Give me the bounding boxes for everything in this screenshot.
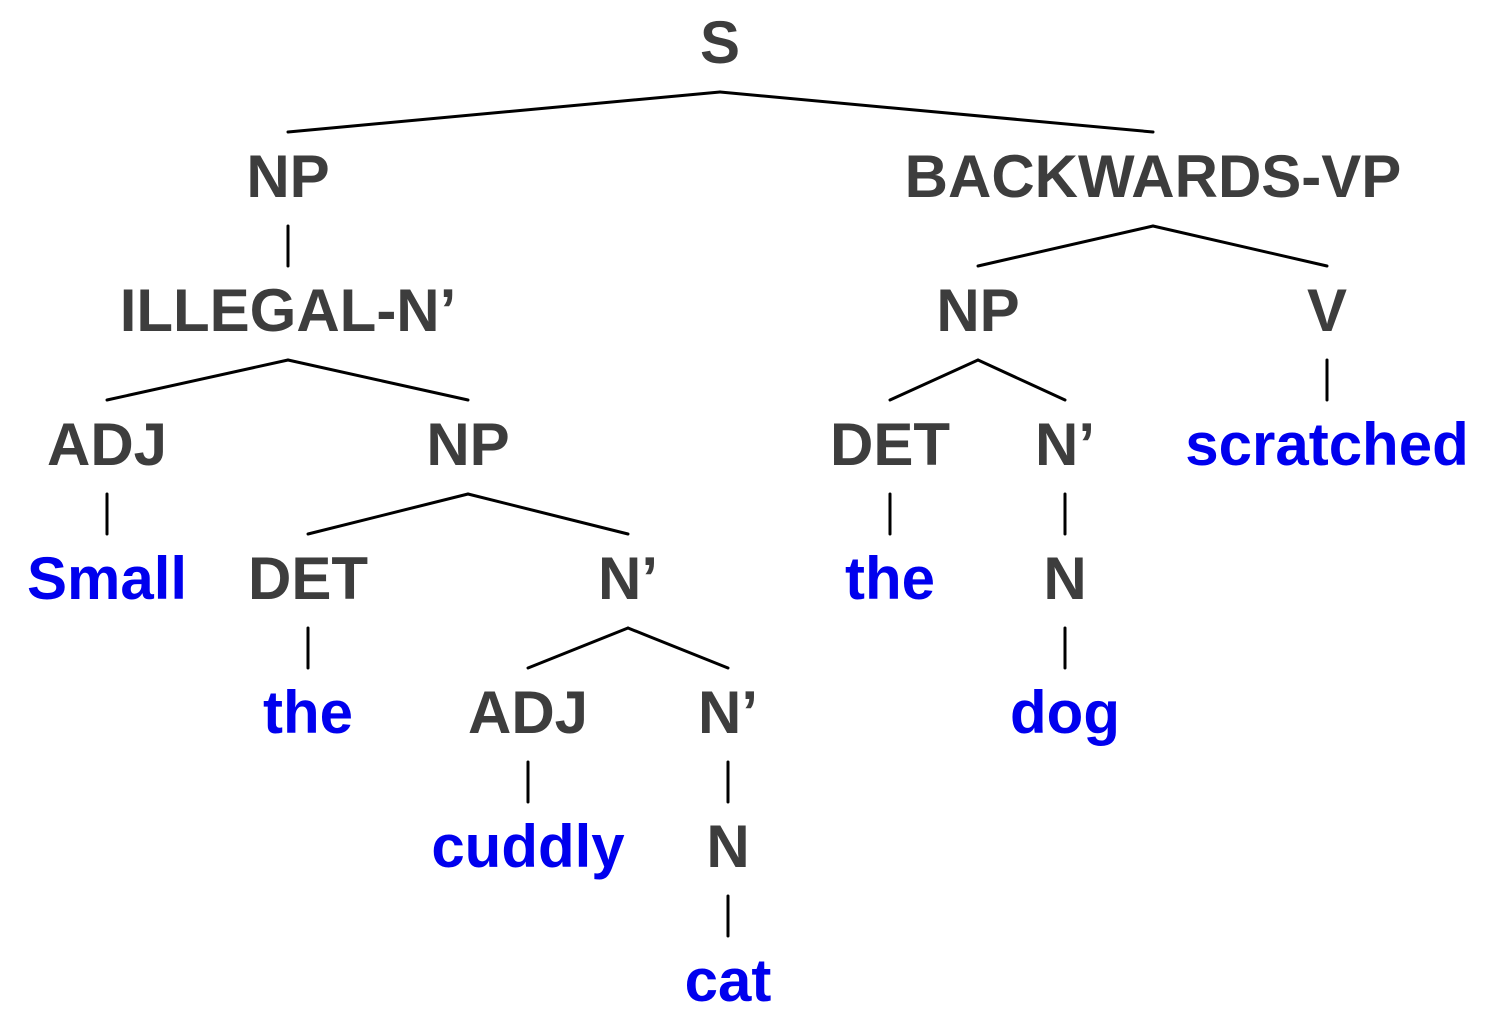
tree-edge <box>306 492 470 536</box>
node-n-bar: N’ <box>698 679 758 746</box>
word-small: Small <box>27 545 187 612</box>
word-cuddly: cuddly <box>431 813 625 880</box>
tree-edge <box>718 90 1155 134</box>
word-cat: cat <box>685 947 772 1014</box>
node-n-bar: N’ <box>598 545 658 612</box>
node-n: N <box>1043 545 1086 612</box>
tree-edge <box>626 626 730 670</box>
node-adj: ADJ <box>468 679 588 746</box>
tree-edge <box>888 358 980 402</box>
tree-edges <box>105 90 1329 938</box>
tree-edge <box>1151 224 1329 268</box>
tree-edge <box>976 224 1155 268</box>
node-s: S <box>700 9 740 76</box>
node-det: DET <box>248 545 368 612</box>
node-adj: ADJ <box>47 411 167 478</box>
tree-edge <box>466 492 630 536</box>
node-backwards-vp: BACKWARDS-VP <box>905 143 1402 210</box>
node-np: NP <box>426 411 509 478</box>
node-n-bar: N’ <box>1035 411 1095 478</box>
node-det: DET <box>830 411 950 478</box>
node-n: N <box>706 813 749 880</box>
tree-edge <box>526 626 630 670</box>
word-scratched: scratched <box>1185 411 1468 478</box>
word-the: the <box>845 545 935 612</box>
tree-edge <box>286 90 722 134</box>
word-the: the <box>263 679 353 746</box>
node-illegal-n-bar: ILLEGAL-N’ <box>120 277 457 344</box>
tree-edge <box>976 358 1067 402</box>
word-dog: dog <box>1010 679 1120 746</box>
node-v: V <box>1307 277 1347 344</box>
node-np: NP <box>246 143 329 210</box>
tree-edge <box>286 358 470 402</box>
node-np: NP <box>936 277 1019 344</box>
tree-nodes: SNPILLEGAL-N’ADJSmallNPDETtheN’ADJcuddly… <box>27 9 1469 1014</box>
tree-edge <box>105 358 290 402</box>
